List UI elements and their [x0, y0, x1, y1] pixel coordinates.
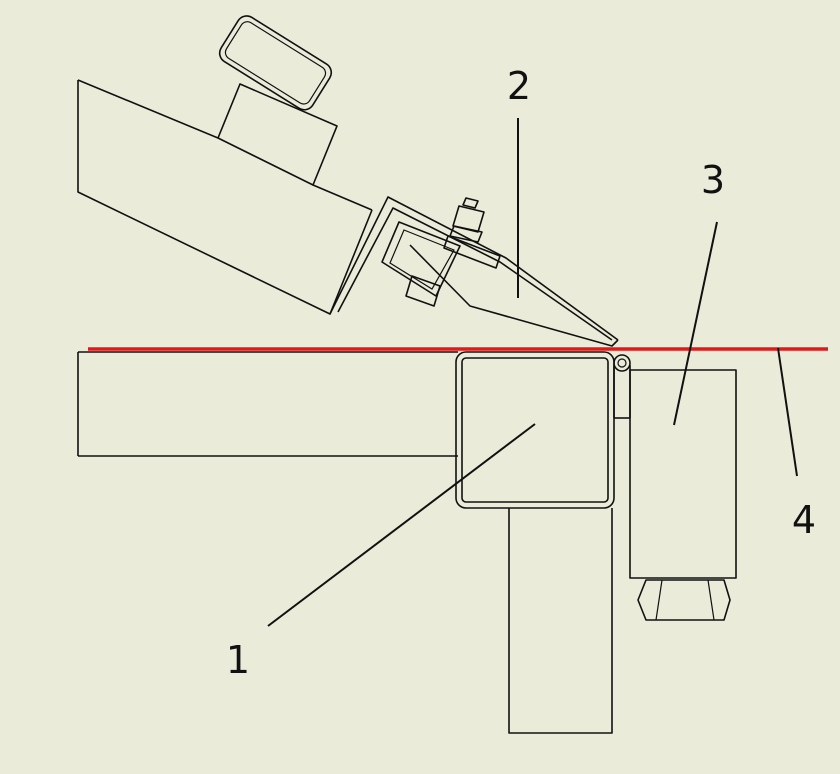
hinge-pin [613, 354, 631, 419]
leader-line-3 [673, 221, 718, 426]
clamp-block [217, 83, 338, 186]
callout-label-2: 2 [507, 64, 531, 108]
bolt-assembly [405, 197, 501, 307]
handle-knob [218, 15, 333, 111]
inclined-beam [77, 79, 373, 315]
leader-line-4 [777, 347, 798, 477]
horizontal-bar [77, 351, 458, 457]
vertical-post [508, 508, 613, 734]
callout-label-3: 3 [701, 158, 725, 202]
callout-label-1: 1 [226, 638, 250, 682]
callout-label-4: 4 [792, 498, 816, 542]
side-block [629, 369, 737, 579]
leader-line-1 [267, 423, 536, 627]
hinged-bracket [329, 196, 619, 347]
hex-nut [637, 579, 731, 621]
square-tube [455, 351, 615, 509]
